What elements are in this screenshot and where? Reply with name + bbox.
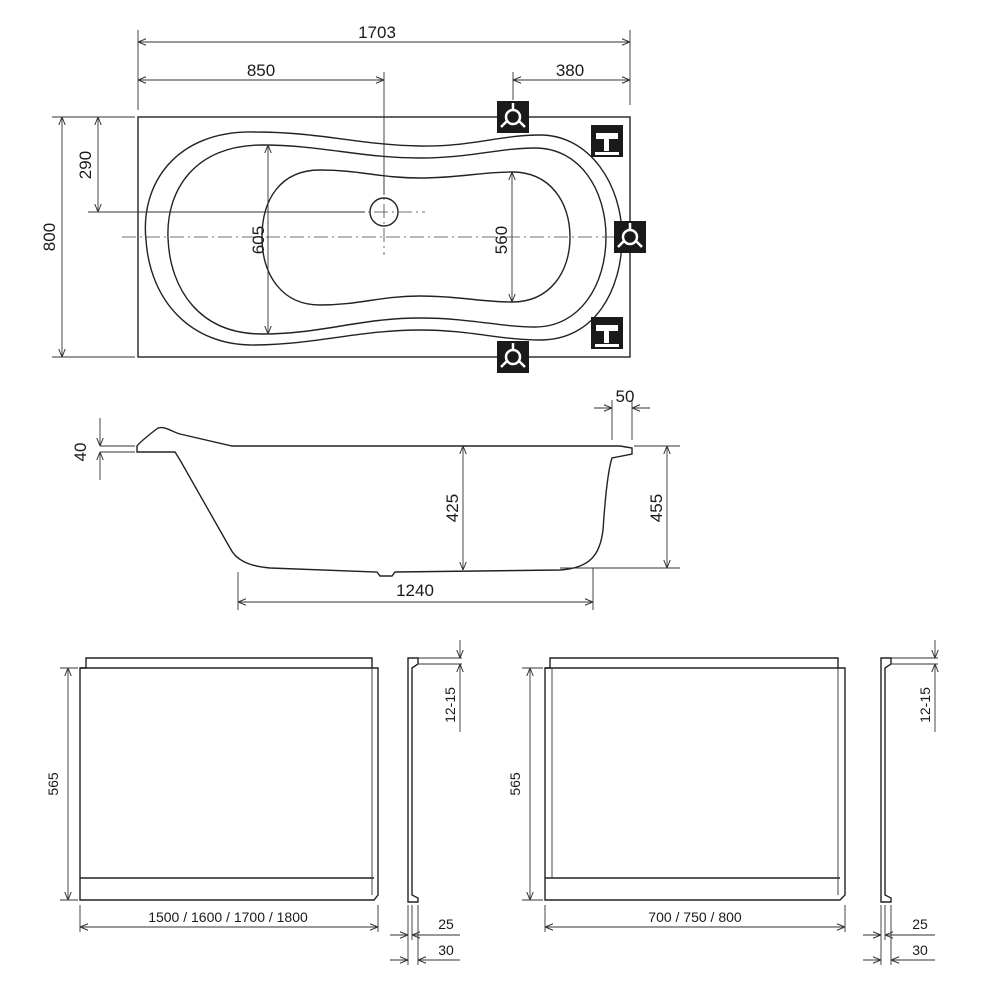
overall-width-label: 800 [40, 223, 59, 251]
inner-depth-label: 425 [443, 494, 462, 522]
side-panel-height-label: 565 [507, 772, 523, 796]
front-panel-outer-thickness-label: 30 [438, 942, 454, 958]
front-panel-view: 565 1500 / 1600 / 1700 / 1800 12-15 25 3… [45, 640, 462, 965]
top-view: 1703 850 380 800 290 605 560 [40, 23, 648, 375]
drain-from-edge-label: 290 [76, 151, 95, 179]
front-panel-profile [407, 657, 419, 903]
side-panel-outer-thickness-label: 30 [912, 942, 928, 958]
rim-width-label: 50 [616, 387, 635, 406]
side-panel-length-label: 700 / 750 / 800 [648, 909, 742, 925]
side-panel-lip-label: 12-15 [917, 687, 933, 723]
side-panel-view: 565 700 / 750 / 800 12-15 25 30 [507, 640, 938, 965]
rim-height-label: 40 [71, 443, 90, 462]
outer-depth-label: 455 [647, 494, 666, 522]
front-panel-height-label: 565 [45, 772, 61, 796]
end-offset-label: 380 [556, 61, 584, 80]
side-panel-inner-thickness-label: 25 [912, 916, 928, 932]
drain-offset-label: 850 [247, 61, 275, 80]
side-panel-profile [880, 657, 892, 903]
faucet-icon [591, 317, 623, 349]
side-section-view: 40 50 425 455 1240 [71, 387, 680, 610]
front-panel-length-label: 1500 / 1600 / 1700 / 1800 [148, 909, 308, 925]
front-panel-inner-thickness-label: 25 [438, 916, 454, 932]
bottom-length-label: 1240 [396, 581, 434, 600]
tub-inner-rim [167, 144, 607, 335]
side-panel-outline [544, 657, 846, 901]
leg-support-icon [612, 219, 648, 255]
faucet-icon [591, 125, 623, 157]
tub-basin-outline [261, 169, 571, 306]
front-panel-lip-label: 12-15 [442, 687, 458, 723]
overall-length-label: 1703 [358, 23, 396, 42]
leg-support-icon [495, 99, 531, 135]
inner-width-right-label: 560 [492, 226, 511, 254]
inner-width-left-label: 605 [249, 226, 268, 254]
tub-rim-outline [144, 131, 623, 346]
leg-support-icon [495, 339, 531, 375]
tub-section-outline [136, 426, 633, 577]
front-panel-outline [79, 657, 379, 901]
